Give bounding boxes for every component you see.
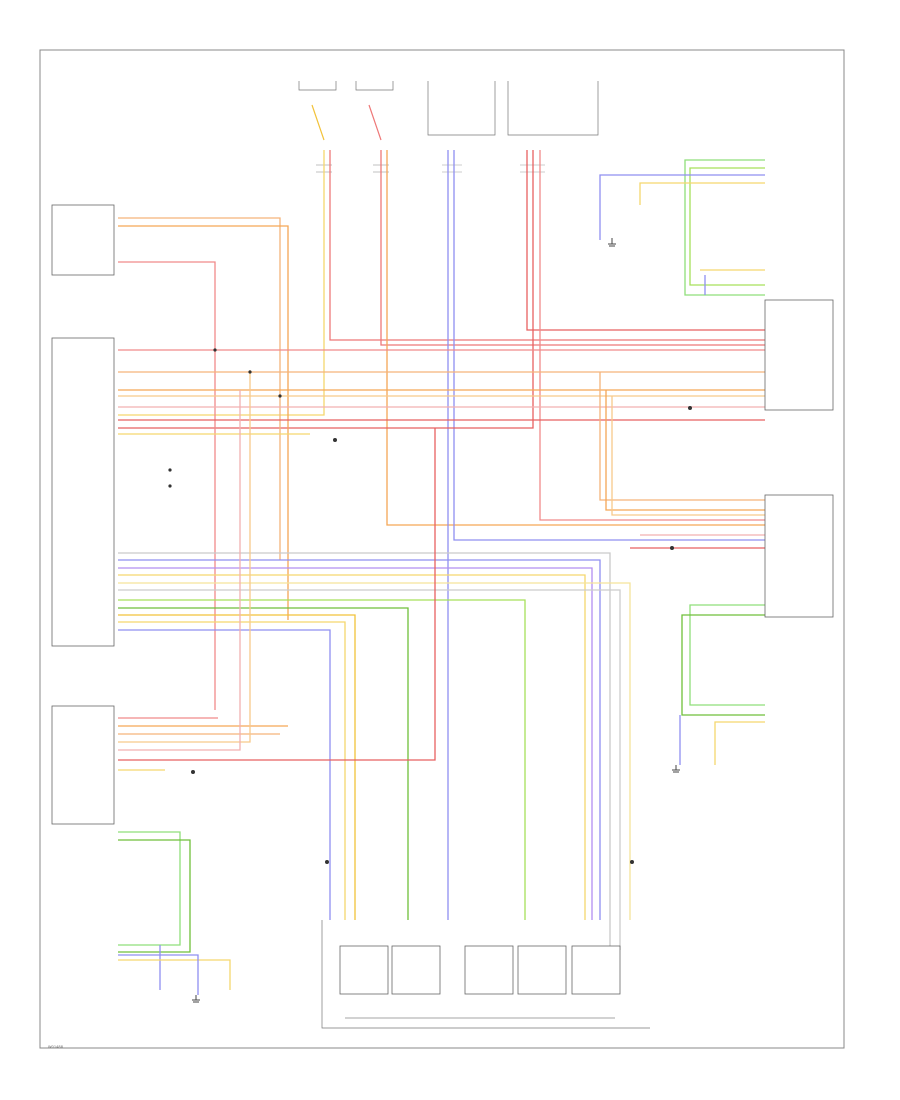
diagram-border xyxy=(39,49,845,1049)
splice-points xyxy=(168,348,692,864)
modules xyxy=(51,204,834,1029)
relay-2 xyxy=(391,945,441,995)
connector-ticks xyxy=(316,164,545,173)
module-right-middle xyxy=(764,494,834,618)
relay-5 xyxy=(571,945,621,995)
module-left-top xyxy=(51,204,115,276)
relay-3 xyxy=(464,945,514,995)
fuse-group-top xyxy=(298,81,599,141)
module-right-top xyxy=(764,299,834,411)
module-left-bottom xyxy=(51,705,115,825)
module-left-middle xyxy=(51,337,115,647)
relay-4 xyxy=(517,945,567,995)
relay-1 xyxy=(339,945,389,995)
wires xyxy=(118,150,765,995)
ground-symbols xyxy=(192,238,680,1003)
diagram-reference-number: W01488 xyxy=(48,1045,64,1049)
